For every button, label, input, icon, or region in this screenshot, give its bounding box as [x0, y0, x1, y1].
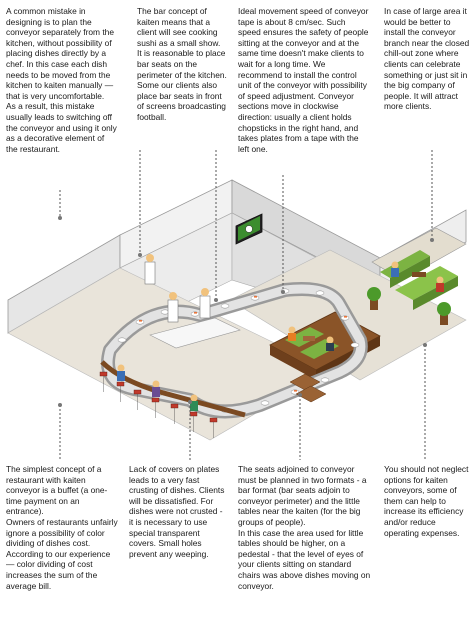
note-buffet: The simplest concept of a restaurant wit… [6, 464, 118, 591]
note-bar-concept: The bar concept of kaiten means that a c… [137, 6, 227, 122]
note-conveyor-speed: Ideal movement speed of conveyor tape is… [238, 6, 369, 154]
note-large-area: In case of large area it would be better… [384, 6, 470, 112]
bar-stools [99, 371, 218, 438]
note-options: You should not neglect options for kaite… [384, 464, 469, 538]
kitchen [144, 254, 241, 349]
plant-icon [367, 287, 451, 325]
diners [117, 364, 198, 411]
leader-lines [58, 150, 434, 460]
note-seat-formats: The seats adjoined to conveyor must be p… [238, 464, 371, 591]
note-kitchen-mistake: A common mistake in designing is to plan… [6, 6, 117, 154]
note-plate-covers: Lack of covers on plates leads to a very… [129, 464, 225, 559]
tv-football-icon [235, 213, 263, 245]
pedestal-stairs [289, 373, 327, 403]
pedestal-tables [285, 326, 339, 359]
chill-out-zone [371, 227, 467, 310]
